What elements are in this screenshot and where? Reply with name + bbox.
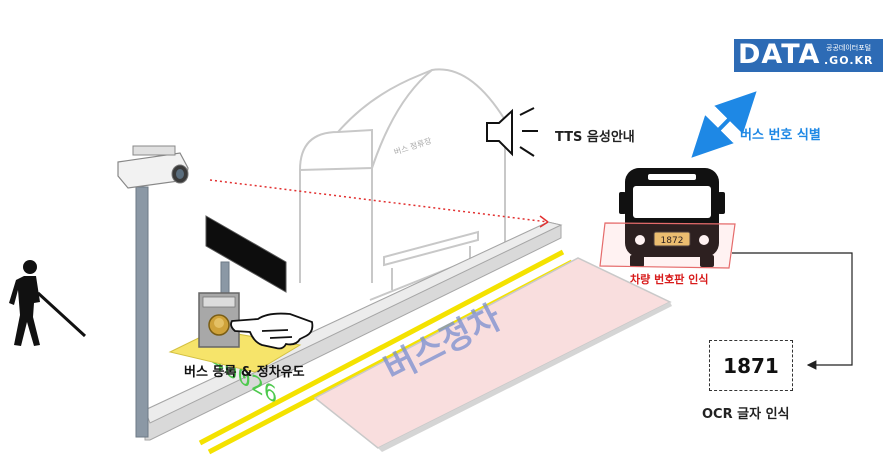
led-display bbox=[205, 215, 287, 293]
ocr-result-box: 1871 bbox=[709, 340, 793, 391]
plate-recognition-label: 차량 번호판 인식 bbox=[630, 273, 709, 286]
plate-recognition-frame bbox=[599, 222, 736, 269]
bus-icon bbox=[619, 168, 725, 267]
camera-pole bbox=[135, 186, 149, 438]
logo-domain-text: .GO.KR bbox=[824, 54, 874, 67]
platform-marking bbox=[313, 257, 672, 452]
cctv-camera-icon bbox=[117, 145, 189, 189]
data-portal-logo: DATA 공공데이터포털 .GO.KR bbox=[734, 39, 883, 72]
bus-call-button bbox=[198, 292, 240, 348]
ocr-connector-line bbox=[732, 252, 853, 370]
camera-sight-arrowhead bbox=[539, 215, 549, 228]
bus-identification-arrow bbox=[691, 91, 757, 158]
ocr-recognition-label: OCR 글자 인식 bbox=[702, 407, 790, 422]
pedestrian-with-cane-icon bbox=[9, 260, 87, 346]
bus-identification-label: 버스 번호 식별 bbox=[740, 128, 821, 143]
pointing-hand-icon bbox=[230, 312, 314, 350]
tts-label: TTS 음성안내 bbox=[555, 130, 635, 145]
bus-register-label: 버스 등록 & 정차유도 bbox=[184, 365, 305, 380]
bus-plate-text: 1872 bbox=[661, 236, 684, 246]
logo-main-text: DATA bbox=[738, 39, 821, 70]
camera-sight-line bbox=[209, 179, 549, 223]
shelter-sign-text: 버스 정류장 bbox=[393, 135, 434, 157]
speaker-icon bbox=[486, 107, 538, 157]
logo-sub-text: 공공데이터포털 bbox=[826, 44, 872, 52]
bus-shelter bbox=[299, 68, 506, 301]
ocr-result-text: 1871 bbox=[723, 353, 779, 378]
